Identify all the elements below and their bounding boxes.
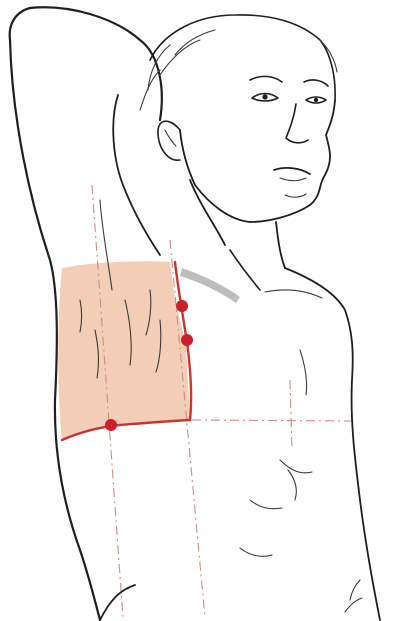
marker-lower-point: [105, 419, 117, 431]
head: [140, 15, 337, 222]
marker-middle-point: [181, 334, 193, 346]
shadow-band: [180, 268, 240, 303]
marker-upper-point: [176, 300, 188, 312]
shaded-region: [58, 261, 190, 440]
